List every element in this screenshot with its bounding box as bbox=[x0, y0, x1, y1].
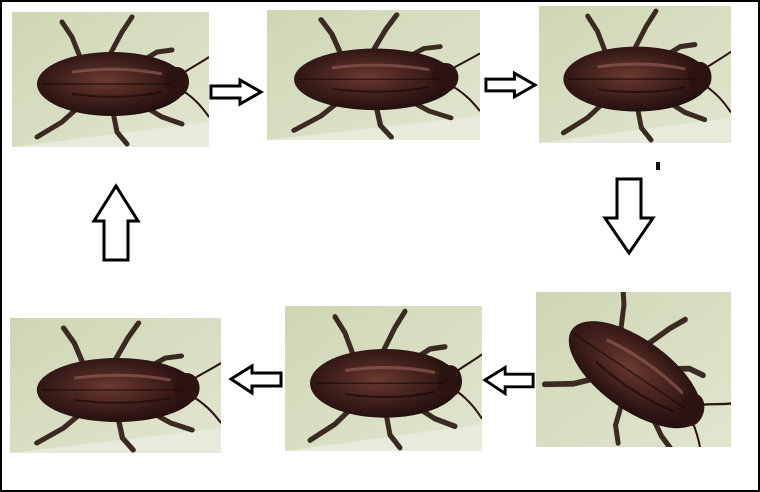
cockroach-photo-1 bbox=[12, 12, 209, 147]
arrow-down-icon bbox=[602, 176, 656, 256]
stray-mark bbox=[656, 162, 660, 170]
cockroach-photo-3 bbox=[539, 6, 731, 143]
cockroach-frame-6 bbox=[10, 318, 221, 453]
cockroach-frame-4 bbox=[536, 292, 731, 447]
arrow-up-icon bbox=[91, 183, 141, 263]
cockroach-photo-4 bbox=[536, 292, 731, 447]
cockroach-photo-2 bbox=[267, 10, 480, 140]
arrow-left-icon bbox=[482, 364, 536, 397]
cockroach-frame-5 bbox=[285, 306, 482, 451]
cockroach-frame-2 bbox=[267, 10, 480, 140]
arrow-right-icon bbox=[483, 70, 538, 100]
cockroach-frame-1 bbox=[12, 12, 209, 147]
arrow-left-icon bbox=[228, 363, 284, 396]
cockroach-frame-3 bbox=[539, 6, 731, 143]
cockroach-photo-5 bbox=[285, 306, 482, 451]
arrow-right-icon bbox=[208, 77, 264, 107]
cockroach-photo-6 bbox=[10, 318, 221, 453]
